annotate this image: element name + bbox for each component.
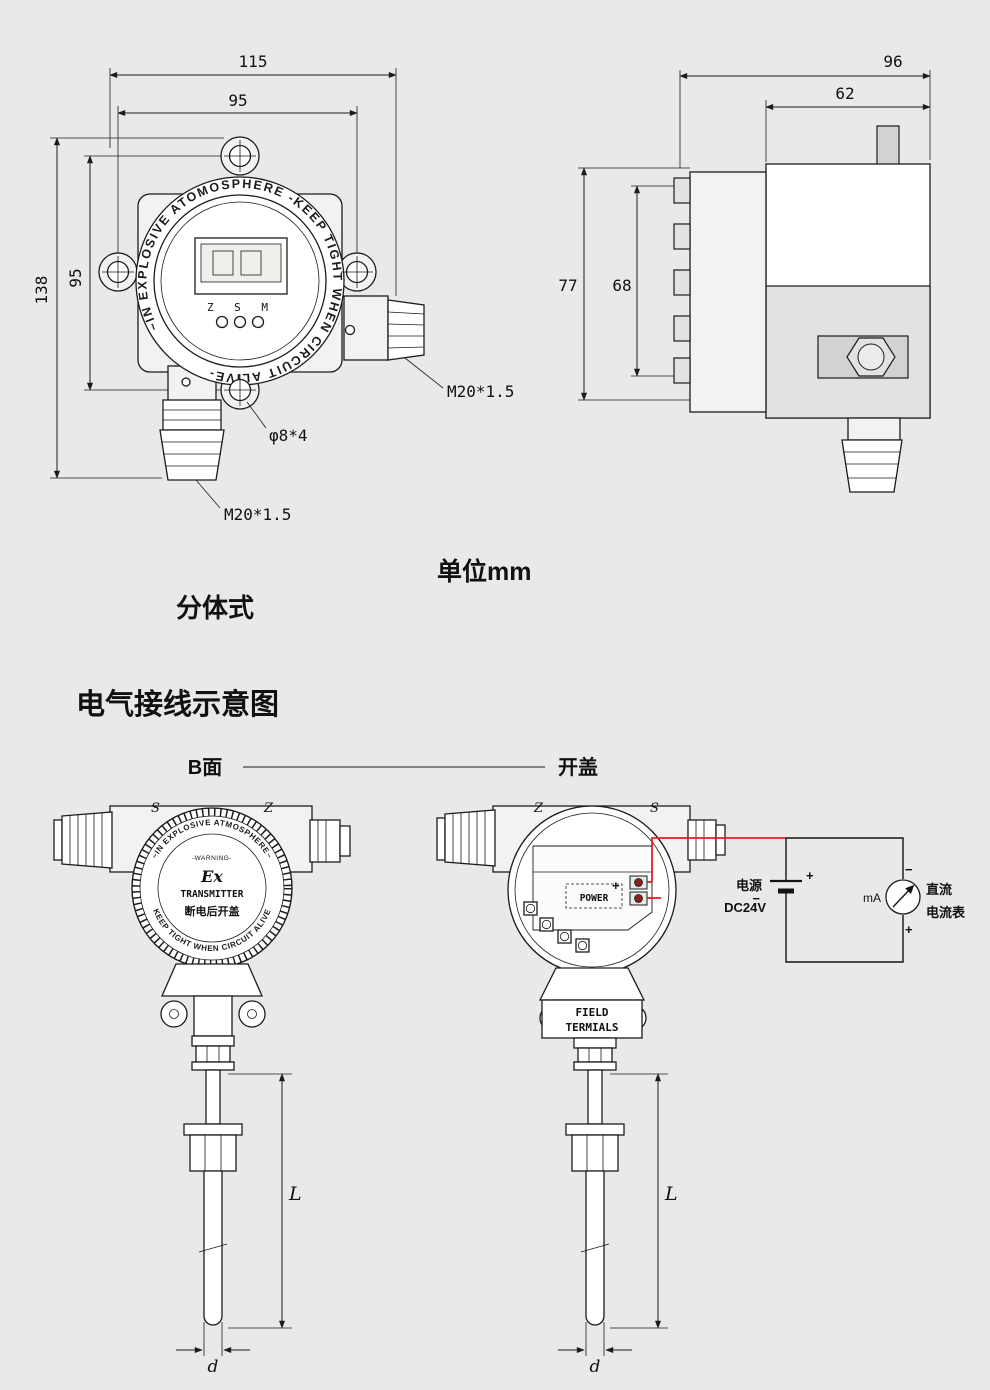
screw-hole-right [344, 324, 356, 336]
transmitter-text: TRANSMITTER [181, 889, 244, 900]
mounting-bracket [160, 963, 266, 1037]
battery-symbol [770, 879, 802, 894]
dim-probe-diameter: d [208, 1357, 219, 1377]
button-z [215, 315, 229, 329]
power-plus: + [612, 878, 620, 893]
wire-top-run [786, 837, 904, 879]
mounting-hole-top [224, 140, 256, 172]
warning-text: -WARNING- [192, 855, 232, 862]
probe-dimensions: L d [176, 1073, 302, 1377]
lcd-display [194, 237, 288, 295]
cover-knurling [132, 808, 292, 968]
label-mount-holes: φ8*4 [269, 426, 308, 445]
dim-height-holes: 95 [66, 268, 85, 287]
label-side-b: B面 [188, 757, 222, 779]
loop-wire-positive [647, 837, 786, 883]
power-label: POWER [580, 893, 609, 904]
button-labels: Z S M [207, 301, 275, 314]
side-view-drawing: 96 62 77 68 [558, 52, 931, 493]
cover-grip-notches [673, 177, 691, 384]
label-side-gland: M20*1.5 [447, 382, 514, 401]
front-view-drawing: 115 95 138 95 ~IN E [32, 52, 514, 524]
field-terminals-bracket: FIELD TERMIALS [538, 967, 647, 1039]
dim-height-total: 138 [32, 276, 51, 305]
supply-value: DC24V [724, 900, 766, 915]
dim-width-total: 115 [239, 52, 268, 71]
meter-name-line1: 直流 [926, 882, 952, 897]
label-open-cover: 开盖 [558, 755, 598, 779]
device-open-cover: Z S POWER + FIELD TERMIALS [436, 801, 726, 1377]
letter-s: S [151, 801, 160, 816]
open-note-text: 断电后开盖 [185, 904, 240, 918]
probe-dimensions: L d [558, 1073, 678, 1377]
field-line1: FIELD [575, 1006, 608, 1019]
meter-unit: mA [863, 891, 881, 905]
side-conduit-hex [817, 335, 909, 379]
probe-assembly [183, 1035, 243, 1326]
terminal-screw-minus [634, 894, 643, 903]
meter-name-line2: 电流表 [926, 905, 966, 920]
label-bottom-gland: M20*1.5 [224, 505, 291, 524]
caption-type: 分体式 [176, 593, 254, 623]
cover-face [131, 807, 293, 969]
bezel-rim-line [160, 201, 320, 361]
button-m [251, 315, 265, 329]
front-view-dimensions: 115 95 138 95 [32, 52, 397, 479]
field-line2: TERMIALS [566, 1021, 619, 1034]
bottom-cable-entry [159, 365, 225, 481]
side-view-dimensions: 96 62 77 68 [558, 52, 931, 401]
supply-plus: + [806, 868, 814, 883]
dim-side-height-total: 77 [558, 276, 577, 295]
ex-mark: Ex [200, 867, 223, 886]
side-bottom-gland [841, 417, 903, 493]
side-cable-entry [343, 295, 425, 361]
top-probe-stub [876, 125, 900, 167]
letter-s: S [650, 801, 659, 816]
ammeter-symbol [885, 879, 921, 915]
dim-probe-diameter: d [590, 1357, 601, 1377]
supply-minus: − [752, 891, 760, 906]
letter-z: Z [263, 801, 274, 816]
caption-unit: 单位mm [437, 557, 531, 586]
right-gland [309, 819, 351, 863]
mounting-hole-right [341, 256, 373, 288]
left-gland [436, 809, 496, 867]
probe-assembly [565, 1037, 625, 1326]
right-gland [687, 819, 726, 861]
board-screws [523, 901, 590, 953]
section-title-wiring: 电气接线示意图 [76, 687, 279, 721]
dim-insertion-length: L [288, 1183, 302, 1205]
terminal-screw-plus [634, 878, 643, 887]
mounting-hole-left [102, 256, 134, 288]
button-s [233, 315, 247, 329]
letter-z: Z [533, 801, 544, 816]
dim-width-holes: 95 [228, 91, 247, 110]
meter-plus: + [905, 922, 913, 937]
dim-depth-body: 62 [835, 84, 854, 103]
terminal-board: POWER + [523, 845, 653, 953]
loop-circuit: + − 电源 DC24V mA − + 直流 电流表 [647, 837, 966, 963]
supply-label: 电源 [736, 878, 762, 893]
screw-hole-left [181, 377, 191, 387]
wire-bottom-run [785, 892, 904, 963]
device-b-side: S Z ~IN EXPLOSIVE ATMOSPHERE~ KEEP TIGHT… [53, 801, 351, 1377]
dim-depth-total: 96 [883, 52, 902, 71]
dim-insertion-length: L [664, 1183, 678, 1205]
mounting-hole-bottom [224, 374, 256, 406]
left-gland [53, 811, 113, 869]
dim-side-height-body: 68 [612, 276, 631, 295]
side-cover [689, 171, 767, 413]
meter-minus: − [905, 862, 913, 877]
